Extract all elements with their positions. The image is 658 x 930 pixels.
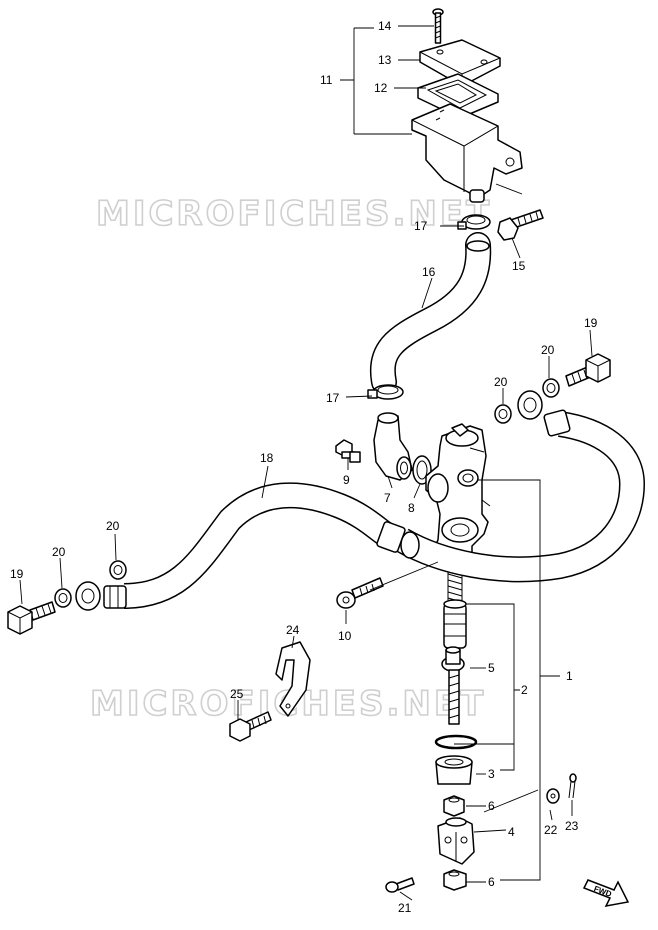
callout-24: 24 (286, 623, 300, 637)
piston-2 (443, 599, 467, 649)
hose-clamp-17-lower (367, 384, 404, 400)
reservoir-hose-16 (369, 232, 492, 395)
reservoir-body-11 (411, 103, 523, 203)
hose-bracket-24 (275, 641, 311, 717)
washer-20-c (494, 404, 512, 424)
callout-20-b: 20 (52, 545, 66, 559)
union-bolt-19-right (565, 353, 611, 387)
callout-14: 14 (378, 19, 392, 33)
nut-6-lower (443, 869, 467, 891)
clevis-4 (437, 817, 475, 865)
push-rod (448, 669, 460, 725)
forward-arrow-icon: FWD (582, 879, 630, 908)
callout-25: 25 (230, 687, 244, 701)
callout-6-upper: 6 (488, 799, 495, 813)
hose-clamp-17-top (457, 214, 491, 230)
callout-8: 8 (408, 501, 415, 515)
mounting-bolt-10 (336, 577, 384, 609)
callout-21: 21 (398, 901, 412, 915)
master-cylinder-body (425, 423, 491, 567)
diaphragm-12 (417, 73, 499, 119)
callout-17-top: 17 (414, 219, 428, 233)
screw-14 (432, 8, 444, 44)
callout-5: 5 (488, 661, 495, 675)
callout-3: 3 (488, 767, 495, 781)
callout-12: 12 (374, 81, 388, 95)
callout-19-left: 19 (10, 567, 24, 581)
fwd-label: FWD (593, 884, 613, 899)
boot-3 (435, 755, 473, 785)
bolt-25 (229, 711, 272, 742)
screw-9 (335, 439, 361, 463)
watermark-top: MICROFICHES.NET (96, 194, 492, 234)
callout-22: 22 (544, 823, 558, 837)
callout-7: 7 (384, 491, 391, 505)
reservoir-assembly (411, 8, 523, 203)
callout-1: 1 (566, 669, 573, 683)
hose-connector-7 (373, 412, 413, 481)
callout-labels: 14 13 12 11 17 15 16 17 18 19 20 20 20 2… (10, 19, 598, 915)
callout-6-lower: 6 (488, 875, 495, 889)
callout-20-a: 20 (106, 519, 120, 533)
washer-20-b (54, 588, 72, 608)
callout-20-c: 20 (494, 375, 508, 389)
callout-19-right: 19 (584, 316, 598, 330)
callout-11: 11 (320, 73, 333, 87)
cotter-pin-23 (568, 773, 577, 799)
callout-23: 23 (565, 819, 579, 833)
callout-17-lower: 17 (326, 391, 340, 405)
callout-16: 16 (422, 265, 436, 279)
callout-9: 9 (343, 473, 350, 487)
washer-20-a (109, 560, 127, 580)
leader-lines (19, 25, 593, 901)
callout-2: 2 (521, 683, 528, 697)
union-bolt-19-left (7, 601, 56, 635)
washer-22 (546, 788, 560, 804)
callout-13: 13 (378, 53, 392, 67)
callout-10: 10 (338, 629, 352, 643)
clevis-pin-21 (385, 877, 415, 893)
brake-hose-18 (75, 390, 646, 611)
washer-20-d (542, 378, 560, 398)
bolt-15 (497, 209, 544, 241)
callout-20-d: 20 (541, 343, 555, 357)
callout-18: 18 (260, 451, 274, 465)
circlip (434, 734, 478, 750)
boot-5 (441, 646, 465, 672)
nut-6-upper (443, 795, 465, 817)
callout-15: 15 (512, 259, 526, 273)
callout-4: 4 (508, 825, 515, 839)
